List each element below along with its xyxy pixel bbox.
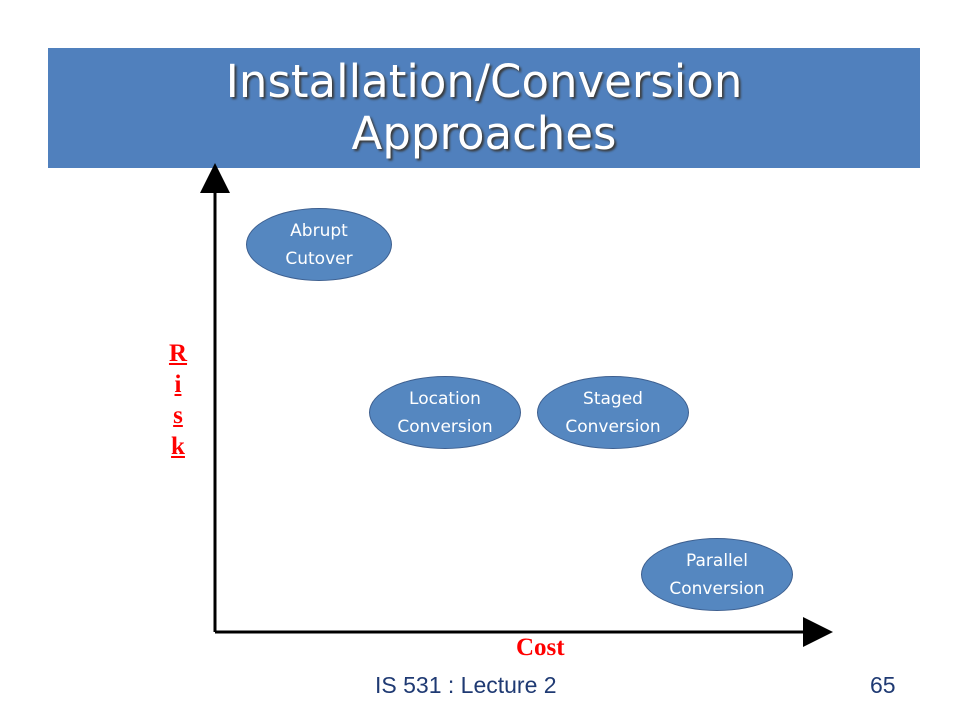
footer-lecture-text: IS 531 : Lecture 2 bbox=[375, 672, 557, 698]
title-line-1: Installation/Conversion bbox=[225, 55, 743, 108]
risk-letter: k bbox=[171, 433, 185, 460]
staged-conversion-line-2: Conversion bbox=[565, 416, 661, 437]
abrupt-cutover-line-2: Cutover bbox=[285, 248, 353, 269]
staged-conversion-line-1: Staged bbox=[583, 388, 643, 409]
parallel-conversion-node: Parallel Conversion bbox=[641, 538, 793, 611]
title-bar: Installation/Conversion Approaches bbox=[48, 48, 920, 168]
abrupt-cutover-line-1: Abrupt bbox=[290, 220, 348, 241]
slide-number: 65 bbox=[870, 672, 896, 698]
parallel-conversion-line-2: Conversion bbox=[669, 578, 765, 599]
risk-letter: R bbox=[168, 340, 188, 367]
parallel-conversion-line-1: Parallel bbox=[686, 550, 748, 571]
risk-letter: i bbox=[174, 371, 182, 398]
risk-axis-label: R i s k bbox=[160, 338, 196, 462]
cost-axis-label: Cost bbox=[516, 634, 565, 661]
location-conversion-line-1: Location bbox=[409, 388, 481, 409]
location-conversion-line-2: Conversion bbox=[397, 416, 493, 437]
location-conversion-node: Location Conversion bbox=[369, 376, 521, 449]
staged-conversion-node: Staged Conversion bbox=[537, 376, 689, 449]
title-line-2: Approaches bbox=[351, 107, 617, 160]
risk-letter: s bbox=[173, 402, 183, 429]
abrupt-cutover-node: Abrupt Cutover bbox=[246, 208, 392, 281]
